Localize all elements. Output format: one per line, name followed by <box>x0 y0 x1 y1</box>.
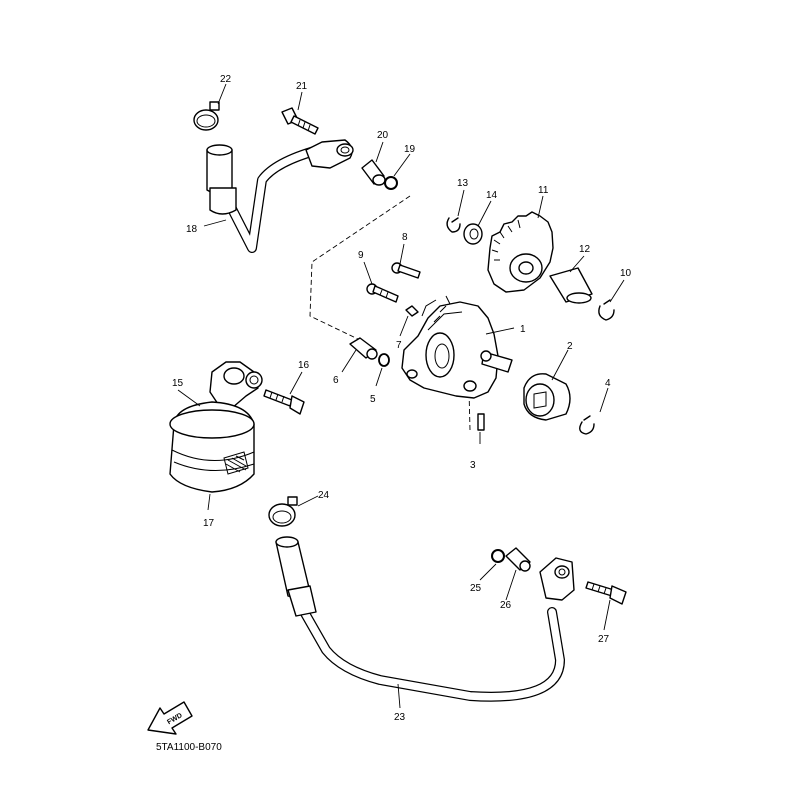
part-9-screw <box>366 283 399 303</box>
label-part-5: 5 <box>370 394 376 405</box>
label-part-1: 1 <box>520 324 526 335</box>
label-part-7: 7 <box>396 340 402 351</box>
label-part-27: 27 <box>598 634 610 645</box>
label-part-2: 2 <box>567 341 573 352</box>
label-part-19: 19 <box>404 144 416 155</box>
part-13-circlip <box>446 217 461 233</box>
part-25-o-ring <box>491 549 505 563</box>
part-1-oil-pump-assembly <box>401 295 513 399</box>
label-part-14: 14 <box>486 190 498 201</box>
part-16-bolt <box>263 389 305 415</box>
part-15-strainer-housing <box>209 361 263 409</box>
part-19-o-ring <box>384 176 398 190</box>
part-23-oil-pipe <box>275 536 575 702</box>
part-14-washer <box>463 223 483 245</box>
label-part-22: 22 <box>220 74 232 85</box>
label-part-6: 6 <box>333 375 339 386</box>
label-part-4: 4 <box>605 378 611 389</box>
label-part-16: 16 <box>298 360 310 371</box>
part-2-pump-rotor <box>523 373 571 421</box>
part-3-pin <box>477 413 485 431</box>
diagram-code: 5TA1100-B070 <box>156 742 222 753</box>
part-24-hose-clamp <box>268 496 298 527</box>
part-6-collar <box>349 337 378 360</box>
leader-lines <box>177 83 625 709</box>
part-21-bolt <box>281 107 319 135</box>
label-part-13: 13 <box>457 178 469 189</box>
part-7-dowel-pin <box>405 305 419 317</box>
label-part-3: 3 <box>470 460 476 471</box>
label-part-9: 9 <box>358 250 364 261</box>
label-part-11: 11 <box>538 185 549 196</box>
part-22-hose-clamp <box>193 101 220 131</box>
label-part-23: 23 <box>394 712 406 723</box>
part-8-screw <box>391 262 421 279</box>
part-labels: 1 2 3 4 5 6 7 8 9 10 11 12 13 14 15 16 1… <box>172 74 632 723</box>
label-part-24: 24 <box>318 490 330 501</box>
label-part-17: 17 <box>203 518 215 529</box>
label-part-25: 25 <box>470 583 482 594</box>
label-part-15: 15 <box>172 378 184 389</box>
part-26-collar <box>505 547 531 572</box>
label-part-18: 18 <box>186 224 198 235</box>
fwd-arrow-icon: FWD <box>147 701 193 735</box>
label-part-12: 12 <box>579 244 591 255</box>
part-18-oil-pipe <box>206 139 354 253</box>
label-part-10: 10 <box>620 268 632 279</box>
part-27-bolt <box>585 581 627 605</box>
part-10-circlip <box>598 299 615 321</box>
part-20-collar <box>361 159 386 186</box>
part-4-circlip <box>579 415 595 435</box>
label-part-20: 20 <box>377 130 389 141</box>
part-17-oil-strainer <box>169 401 255 493</box>
label-part-21: 21 <box>296 81 308 92</box>
label-part-26: 26 <box>500 600 512 611</box>
label-part-8: 8 <box>402 232 408 243</box>
part-11-drive-gear <box>487 211 554 293</box>
part-12-shaft <box>549 267 593 304</box>
part-5-o-ring <box>378 353 390 367</box>
